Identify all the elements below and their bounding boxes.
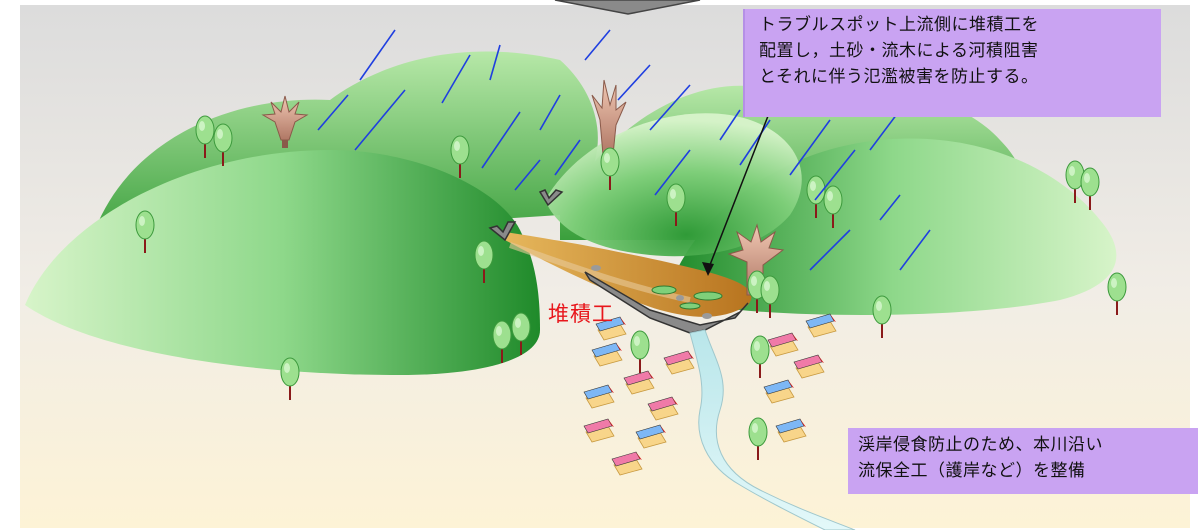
house (805, 313, 837, 338)
fallen-tree-right (727, 223, 785, 296)
tree (195, 115, 215, 158)
rain-streak (539, 94, 561, 131)
house (583, 384, 615, 409)
house (767, 332, 799, 357)
callout-sediment-work-purpose: トラブルスポット上流側に堆積工を 配置し，土砂・流木による河積阻害 とそれに伴う… (743, 9, 1161, 117)
callout-top-line-1: トラブルスポット上流側に堆積工を (759, 15, 1039, 35)
tree (750, 335, 770, 378)
rain-streak (654, 149, 691, 196)
tree (450, 135, 470, 178)
house (623, 370, 655, 395)
house (775, 418, 807, 443)
callout-bottom-line-1: 渓岸侵食防止のため、本川沿い (858, 435, 1103, 455)
tree (600, 147, 620, 190)
rain (317, 29, 931, 271)
rain-streak (719, 109, 741, 141)
tree (806, 175, 826, 218)
rain-streak (814, 149, 856, 201)
callout-top-line-2: 配置し，土砂・流木による河積阻害 (759, 41, 1039, 61)
callout-pointer-arrow (707, 115, 769, 271)
label-sediment-work: 堆積工 (548, 302, 614, 326)
tree (748, 417, 768, 460)
house (663, 350, 695, 375)
rain-streak (554, 139, 581, 176)
rain-streak (879, 194, 901, 221)
rain-streak (617, 64, 651, 101)
tree (474, 240, 494, 283)
rain-streak (514, 159, 541, 191)
callout-top-line-3: とそれに伴う氾濫被害を防止する。 (759, 67, 1039, 87)
arrow-top-fragment (554, 0, 701, 15)
houses (583, 313, 837, 476)
house (611, 451, 643, 476)
house (647, 396, 679, 421)
fallen-tree-left (261, 95, 309, 148)
rain-streak (899, 229, 931, 271)
sediment-retention-dam (584, 271, 749, 334)
rain-streak (489, 44, 501, 81)
rain-streak (481, 111, 521, 169)
tree (1107, 272, 1127, 315)
callout-bank-protection: 渓岸侵食防止のため、本川沿い 流保全工（護岸など）を整備 (848, 428, 1198, 494)
rain-streak (359, 29, 396, 81)
tree (872, 295, 892, 338)
rain-streak (317, 94, 349, 131)
tree (135, 210, 155, 253)
callout-bottom-line-2: 流保全工（護岸など）を整備 (858, 461, 1086, 481)
tree (511, 312, 531, 355)
tree (823, 185, 843, 228)
rain-streak (789, 119, 831, 176)
rain-streak (354, 89, 406, 151)
tree (760, 275, 780, 318)
check-dam-lower (488, 221, 517, 242)
tree (1065, 160, 1085, 203)
tree (280, 357, 300, 400)
tree (1080, 167, 1100, 210)
tree (492, 320, 512, 363)
house (793, 354, 825, 379)
house (763, 379, 795, 404)
tree (213, 123, 233, 166)
rain-streak (649, 84, 691, 131)
rain-streak (809, 229, 851, 271)
tree (666, 183, 686, 226)
check-dam-upper (538, 189, 564, 207)
rain-streak (441, 54, 471, 104)
trees (135, 115, 1127, 460)
sediment-channel (505, 232, 752, 317)
rain-streak (739, 119, 771, 166)
hill-left-front (25, 150, 540, 375)
rain-streak (584, 29, 611, 61)
house (583, 418, 615, 443)
house (595, 316, 627, 341)
tree (630, 330, 650, 373)
house (635, 424, 667, 449)
house (591, 342, 623, 367)
fallen-tree-center (591, 79, 627, 156)
